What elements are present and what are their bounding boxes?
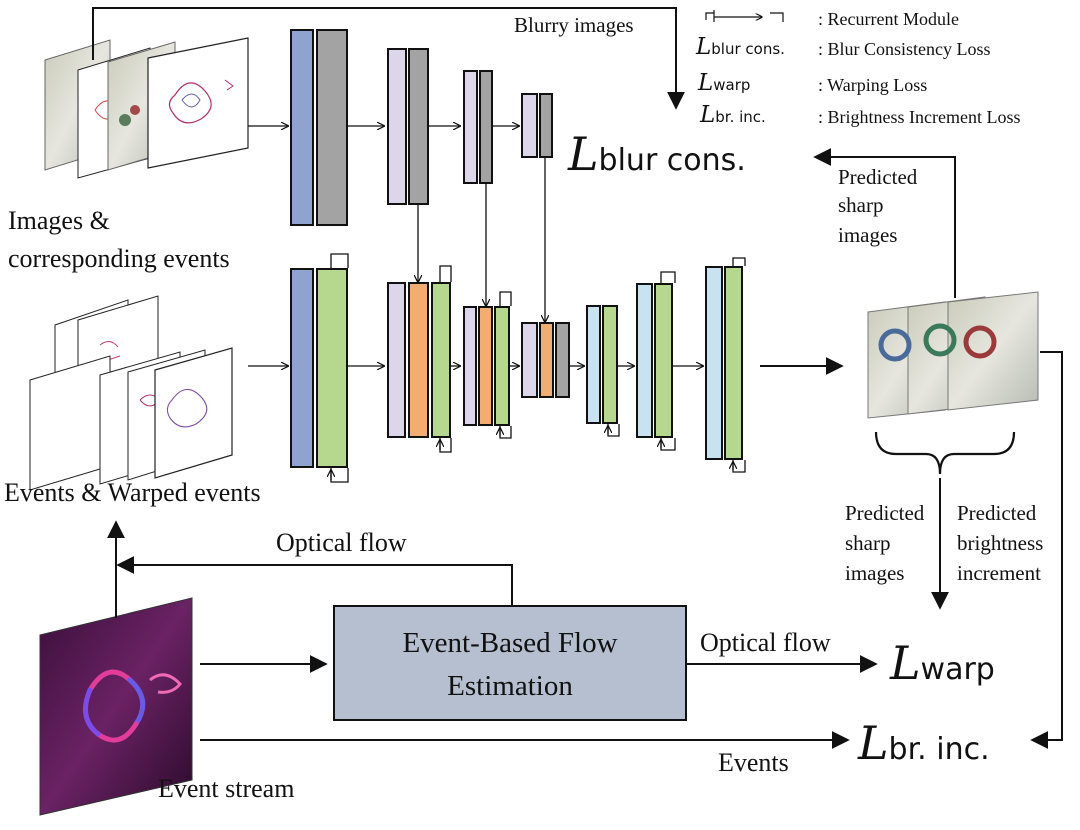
dec-block-green-7 [724,266,743,460]
legend-warp-symbol: Lwarp [698,70,751,96]
blurry-images-label: Blurry images [514,13,634,37]
dec-block-lav-2 [387,282,406,438]
enc-block-gray-2 [408,48,429,205]
flow-box-line-1: Event-Based Flow [402,627,618,659]
event-stream-image [39,597,193,816]
enc-block-gray-1 [316,29,348,226]
events-warped-label: Events & Warped events [4,478,261,507]
dec-block-orange-3 [478,306,493,426]
enc-block-gray-3 [479,70,493,184]
enc-block-gray-4 [539,93,553,158]
enc-block-lav-2 [387,48,407,205]
images-events-label-2: corresponding events [8,244,230,273]
dec-block-gray-4 [555,322,570,398]
events-label: Events [718,748,789,777]
enc-block-blue-1 [290,29,314,226]
legend-blur-desc: : Blur Consistency Loss [818,39,991,59]
events-warped-stack [29,295,233,491]
recurrent-symbol-icon [705,10,784,22]
dec-block-green-6 [654,283,673,438]
dec-block-green-5 [602,305,618,424]
dec-block-orange-4 [539,322,554,398]
predicted-sharp-bot-1: Predicted [845,501,925,525]
predicted-sharp-bot-2: sharp [845,531,891,555]
loss-blur-symbol: Lblur cons. [568,127,746,181]
flow-box-line-2: Estimation [447,670,573,702]
flow-estimation-box [333,605,687,721]
predicted-brightness-3: increment [957,561,1041,585]
predicted-sharp-bot-3: images [845,561,905,585]
predicted-sharp-stack [867,291,1039,419]
optical-flow-right-label: Optical flow [700,628,831,657]
dec-block-orange-2 [408,282,429,438]
dec-block-green-3 [494,306,510,426]
dec-block-green-2 [431,282,451,438]
legend-blur-symbol: Lblur cons. [696,34,785,60]
dec-block-lav-4 [521,322,538,398]
dec-block-lav-3 [463,306,477,426]
legend-br-symbol: Lbr. inc. [700,102,766,128]
dec-block-green-1 [316,268,348,468]
predicted-sharp-top-1: Predicted [838,165,918,189]
loss-warp-symbol: Lwarp [890,636,995,690]
dec-block-lightblue-5 [586,305,601,424]
dec-block-blue-1 [290,268,314,468]
legend-recurrent-desc: : Recurrent Module [818,9,959,29]
optical-flow-top-label: Optical flow [276,528,407,557]
predicted-brightness-2: brightness [957,531,1044,555]
predicted-sharp-top-3: images [838,223,898,247]
dec-block-lightblue-6 [636,283,653,438]
predicted-sharp-top-2: sharp [838,193,884,217]
loss-br-symbol: Lbr. inc. [858,716,990,770]
legend-br-desc: : Brightness Increment Loss [818,107,1021,127]
images-events-label-1: Images & [8,206,110,235]
brace [874,431,1016,475]
legend-warp-desc: : Warping Loss [818,75,928,95]
event-stream-label: Event stream [158,774,295,803]
image-event-stack [44,37,249,179]
enc-block-lav-3 [463,70,478,184]
predicted-brightness-1: Predicted [957,501,1037,525]
dec-block-lightblue-7 [705,266,723,460]
enc-block-lav-4 [521,93,538,158]
